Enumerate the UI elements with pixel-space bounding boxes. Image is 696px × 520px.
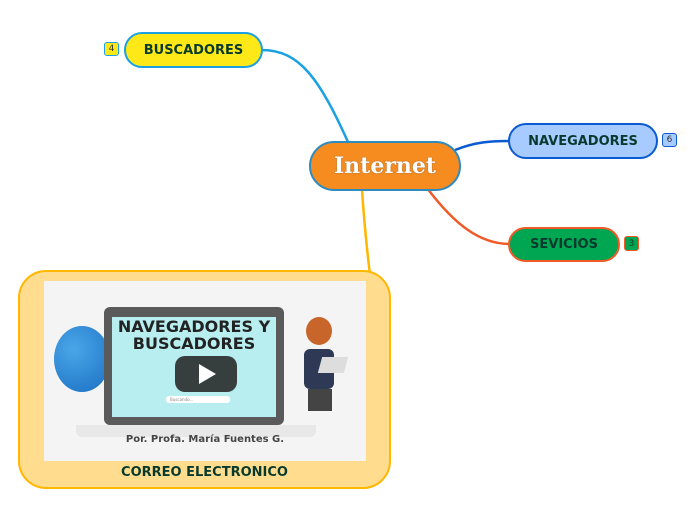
topic-buscadores[interactable]: BUSCADORES [124, 32, 263, 68]
connector-buscadores [261, 48, 350, 143]
topic-navegadores[interactable]: NAVEGADORES [508, 123, 658, 159]
search-bar: Buscando... [166, 396, 230, 403]
connector-sevicios [426, 187, 511, 246]
play-icon [199, 364, 216, 384]
play-button[interactable] [175, 356, 237, 392]
topic-sevicios[interactable]: SEVICIOS [508, 227, 620, 262]
navegadores-count-badge: 6 [662, 133, 677, 147]
laptop-base [76, 425, 316, 437]
buscadores-count-badge: 4 [104, 42, 119, 56]
connector-navegadores [454, 139, 511, 152]
video-title: NAVEGADORES Y BUSCADORES [104, 318, 284, 352]
video-author: Por. Profa. María Fuentes G. [125, 434, 285, 445]
boy-illustration [290, 317, 350, 427]
central-topic-internet[interactable]: Internet [309, 141, 461, 191]
video-title-line2: BUSCADORES [132, 334, 256, 353]
sevicios-count-badge: 3 [624, 236, 639, 251]
globe-image [54, 326, 110, 392]
correo-label: CORREO ELECTRONICO [121, 465, 288, 480]
video-title-line1: NAVEGADORES Y [117, 317, 271, 336]
connector-correo [360, 189, 372, 276]
video-thumbnail[interactable]: NAVEGADORES Y BUSCADORES Buscando... Por… [44, 281, 366, 461]
topic-correo-electronico[interactable]: NAVEGADORES Y BUSCADORES Buscando... Por… [18, 270, 391, 489]
